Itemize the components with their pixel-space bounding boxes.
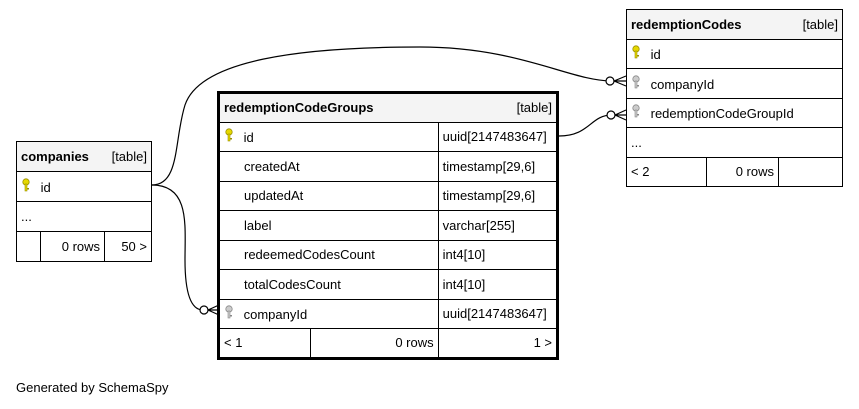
column-row[interactable]: updatedAt <box>218 180 439 211</box>
column-type: int4[10] <box>437 239 559 270</box>
table-type: [table] <box>111 149 147 164</box>
row-count: 0 rows <box>706 156 779 187</box>
primary-key-icon <box>631 45 647 62</box>
column-type: timestamp[29,6] <box>437 151 559 182</box>
generated-by-label: Generated by SchemaSpy <box>16 380 169 395</box>
table-companies[interactable]: companies [table] id ... 0 rows 50 > <box>16 141 152 262</box>
table-name[interactable]: redemptionCodeGroups <box>224 100 374 116</box>
column-row[interactable]: companyId <box>626 68 843 99</box>
column-name: redemptionCodeGroupId <box>650 106 794 122</box>
column-row[interactable]: label <box>218 210 439 241</box>
column-name: companyId <box>650 76 715 92</box>
link-companies-groups-end <box>199 305 209 315</box>
table-type: [table] <box>802 16 838 32</box>
children-count[interactable]: 1 > <box>437 328 559 359</box>
column-row[interactable]: createdAt <box>218 151 439 182</box>
link-companies-codes <box>151 46 613 186</box>
row-count: 0 rows <box>39 231 106 262</box>
column-type: varchar[255] <box>437 210 559 241</box>
link-groups-codes-end <box>606 110 616 120</box>
children-count[interactable]: 50 > <box>104 231 152 262</box>
column-row[interactable]: id <box>218 121 439 152</box>
column-type: uuid[2147483647] <box>437 298 559 329</box>
column-row[interactable]: companyId <box>218 298 439 329</box>
link-companies-codes-end <box>605 76 615 86</box>
column-row[interactable]: id <box>626 38 843 69</box>
column-row[interactable]: redeemedCodesCount <box>218 239 439 270</box>
column-type: uuid[2147483647] <box>437 121 559 152</box>
column-name: id <box>243 130 254 146</box>
row-count: 0 rows <box>310 328 439 359</box>
table-type: [table] <box>516 100 552 116</box>
ellipsis: ... <box>16 201 152 232</box>
primary-key-icon <box>21 178 37 195</box>
column-name: id <box>40 180 51 195</box>
primary-key-icon <box>224 128 240 145</box>
column-row[interactable]: redemptionCodeGroupId <box>626 97 843 128</box>
table-name[interactable]: companies <box>21 149 89 164</box>
parents-count <box>16 231 41 262</box>
table-redemption-code-groups[interactable]: redemptionCodeGroups [table] id uuid[214… <box>217 91 559 360</box>
foreign-key-icon <box>224 305 240 322</box>
table-redemption-codes[interactable]: redemptionCodes [table] id companyId red… <box>626 9 843 187</box>
children-count <box>778 156 843 187</box>
ellipsis: ... <box>626 127 843 158</box>
column-row[interactable]: totalCodesCount <box>218 269 439 300</box>
link-groups-codes <box>558 114 613 137</box>
table-name[interactable]: redemptionCodes <box>631 16 742 32</box>
column-name: companyId <box>243 307 308 323</box>
link-companies-groups <box>151 184 204 311</box>
foreign-key-icon <box>631 104 647 121</box>
column-type: int4[10] <box>437 269 559 300</box>
parents-count[interactable]: < 1 <box>218 328 311 359</box>
parents-count[interactable]: < 2 <box>626 156 707 187</box>
column-type: timestamp[29,6] <box>437 180 559 211</box>
foreign-key-icon <box>631 75 647 92</box>
column-row[interactable]: id <box>16 171 152 202</box>
column-name: id <box>650 47 661 63</box>
